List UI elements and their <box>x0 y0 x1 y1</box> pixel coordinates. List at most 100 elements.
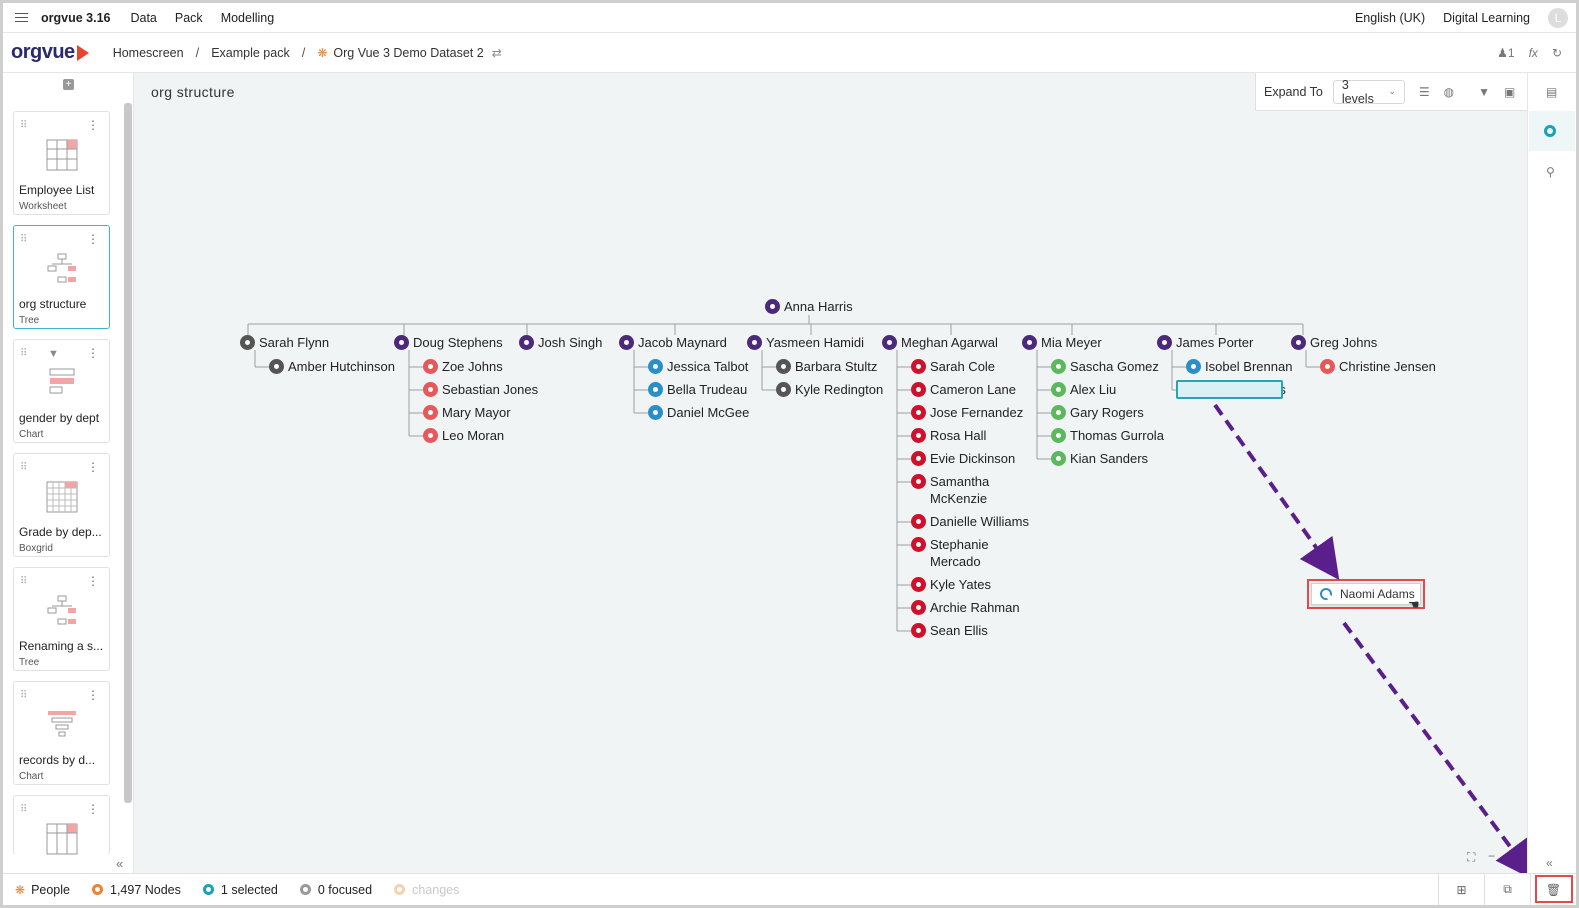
refresh-icon[interactable]: ↻ <box>1551 46 1562 60</box>
hamburger-menu-icon[interactable] <box>15 12 29 23</box>
tree-node[interactable]: Christine Jensen <box>1320 359 1436 374</box>
dataset-indicator[interactable]: ❋ People <box>15 882 70 897</box>
expand-levels-select[interactable]: 3 levels ⌄ <box>1332 78 1405 106</box>
view-card-renaming[interactable]: ⠿ ⋮ Renaming a s... Tree <box>13 567 110 671</box>
tree-node[interactable]: Amber Hutchinson <box>269 359 395 374</box>
worksheet-icon <box>46 139 78 171</box>
more-options-icon[interactable]: ⋮ <box>87 232 99 246</box>
tree-node[interactable]: Sean Ellis <box>911 623 988 638</box>
panel-icon[interactable]: ▤ <box>1546 85 1558 99</box>
tree-node[interactable]: Daniel McGee <box>648 405 749 420</box>
tree-node[interactable]: Cameron Lane <box>911 382 1016 397</box>
add-node-button[interactable]: ⊞ <box>1438 874 1484 905</box>
tree-node[interactable]: Kyle Redington <box>776 382 883 397</box>
tree-node[interactable]: Evie Dickinson <box>911 451 1015 466</box>
node-label: Anna Harris <box>784 299 853 314</box>
tree-node[interactable]: Bella Trudeau <box>648 382 747 397</box>
view-card-partial[interactable]: ⠿ ⋮ <box>13 795 110 855</box>
tree-node[interactable]: Kian Sanders <box>1051 451 1148 466</box>
tree-node[interactable]: Yasmeen Hamidi <box>747 335 864 350</box>
more-options-icon[interactable]: ⋮ <box>87 118 99 132</box>
more-options-icon[interactable]: ⋮ <box>87 346 99 360</box>
tree-node[interactable]: Barbara Stultz <box>776 359 877 374</box>
drag-handle-icon[interactable]: ⠿ <box>20 234 28 245</box>
more-options-icon[interactable]: ⋮ <box>87 574 99 588</box>
menu-pack[interactable]: Pack <box>174 10 203 25</box>
collapse-sidebar-icon[interactable]: « <box>116 856 124 871</box>
tree-node[interactable]: Doug Stephens <box>394 335 503 350</box>
tree-node[interactable]: Meghan Agarwal <box>882 335 998 350</box>
drag-handle-icon[interactable]: ⠿ <box>20 348 28 359</box>
tree-node[interactable]: Sebastian Jones <box>423 382 538 397</box>
menu-modelling[interactable]: Modelling <box>220 10 275 25</box>
breadcrumb-homescreen[interactable]: Homescreen <box>112 45 184 60</box>
sidebar-scrollbar[interactable] <box>124 103 132 803</box>
tree-node[interactable]: Zoe Johns <box>423 359 503 374</box>
tree-node[interactable]: Rosa Hall <box>911 428 986 443</box>
tree-node[interactable]: Jose Fernandez <box>911 405 1023 420</box>
tree-node[interactable]: Gary Rogers <box>1051 405 1144 420</box>
tree-node[interactable]: Kyle Yates <box>911 577 991 592</box>
drag-handle-icon[interactable]: ⠿ <box>20 690 28 701</box>
list-icon[interactable]: ☰ <box>1418 84 1430 99</box>
expand-panel-icon[interactable]: « <box>1546 856 1553 870</box>
breadcrumb-dataset[interactable]: Org Vue 3 Demo Dataset 2 <box>333 45 484 60</box>
more-options-icon[interactable]: ⋮ <box>87 460 99 474</box>
tree-node[interactable]: Leo Moran <box>423 428 504 443</box>
tree-node[interactable]: Jacob Maynard <box>619 335 727 350</box>
tree-node[interactable]: Mia Meyer <box>1022 335 1102 350</box>
tree-canvas[interactable]: org structure Expand To 3 levels ⌄ ☰ ◍ ▼… <box>134 73 1527 873</box>
palette-icon[interactable]: ◍ <box>1443 84 1455 99</box>
more-options-icon[interactable]: ⋮ <box>87 688 99 702</box>
drag-handle-icon[interactable]: ⠿ <box>20 576 28 587</box>
tree-node[interactable]: Sascha Gomez <box>1051 359 1159 374</box>
tree-node[interactable]: Isobel Brennan <box>1186 359 1292 374</box>
avatar[interactable]: L <box>1548 8 1568 28</box>
workspace-name[interactable]: Digital Learning <box>1443 11 1530 25</box>
tree-node[interactable]: James Porter <box>1157 335 1253 350</box>
tree-node[interactable]: Sarah Flynn <box>240 335 329 350</box>
menu-data[interactable]: Data <box>130 10 157 25</box>
layers-icon[interactable]: ▣ <box>1504 84 1516 99</box>
node-panel-tab[interactable] <box>1529 111 1575 151</box>
add-view-icon[interactable]: + <box>63 79 74 90</box>
changes-indicator[interactable]: changes <box>394 883 459 897</box>
breadcrumb-example-pack[interactable]: Example pack <box>211 45 290 60</box>
delete-button[interactable]: 🗑 <box>1530 874 1576 905</box>
tree-node[interactable]: Mary Mayor <box>423 405 511 420</box>
view-card-employee-list[interactable]: ⠿ ⋮ Employee List Worksheet <box>13 111 110 215</box>
drag-handle-icon[interactable]: ⠿ <box>20 120 28 131</box>
tree-node[interactable]: Alex Liu <box>1051 382 1116 397</box>
search-icon[interactable]: ⚲ <box>1546 165 1555 179</box>
more-options-icon[interactable]: ⋮ <box>87 802 99 816</box>
tree-node[interactable]: Archie Rahman <box>911 600 1020 615</box>
language-selector[interactable]: English (UK) <box>1354 11 1426 25</box>
tree-node[interactable]: Josh Singh <box>519 335 602 350</box>
orgvue-logo[interactable]: orgvue <box>11 41 89 64</box>
nodes-count[interactable]: 1,497 Nodes <box>92 883 181 897</box>
tree-node[interactable]: Thomas Gurrola <box>1051 428 1164 443</box>
fit-screen-icon[interactable]: ⛶ <box>1467 850 1476 864</box>
tree-node[interactable]: Greg Johns <box>1291 335 1377 350</box>
view-card-org-structure[interactable]: ⠿ ⋮ org structure Tree <box>13 225 110 329</box>
tree-node[interactable]: Anna Harris <box>765 299 853 314</box>
drag-handle-icon[interactable]: ⠿ <box>20 804 28 815</box>
duplicate-button[interactable]: ⧉ <box>1484 874 1530 905</box>
users-icon[interactable]: ♟1 <box>1497 46 1515 60</box>
selected-count[interactable]: 1 selected <box>202 883 278 897</box>
filter-icon[interactable]: ▼ <box>1478 84 1490 99</box>
view-card-gender-by-dept[interactable]: ⠿ ▼ ⋮ gender by dept Chart <box>13 339 110 443</box>
tree-node[interactable]: Samantha <box>911 474 989 489</box>
view-card-grade-by-dept[interactable]: ⠿ ⋮ Grade by dep... Boxgrid <box>13 453 110 557</box>
tree-node[interactable]: Stephanie <box>911 537 989 552</box>
tree-node[interactable]: Sarah Cole <box>911 359 995 374</box>
focused-count[interactable]: 0 focused <box>299 883 372 897</box>
drag-handle-icon[interactable]: ⠿ <box>20 462 28 473</box>
drag-ghost-node[interactable]: Naomi Adams <box>1311 583 1421 605</box>
zoom-out-icon[interactable]: − <box>1488 849 1496 863</box>
tree-node[interactable]: Danielle Williams <box>911 514 1029 529</box>
sync-icon[interactable]: ⇄ <box>491 45 502 60</box>
formula-icon[interactable]: fx <box>1528 46 1538 60</box>
tree-node[interactable]: Jessica Talbot <box>648 359 748 374</box>
view-card-records-by-dept[interactable]: ⠿ ⋮ records by d... Chart <box>13 681 110 785</box>
